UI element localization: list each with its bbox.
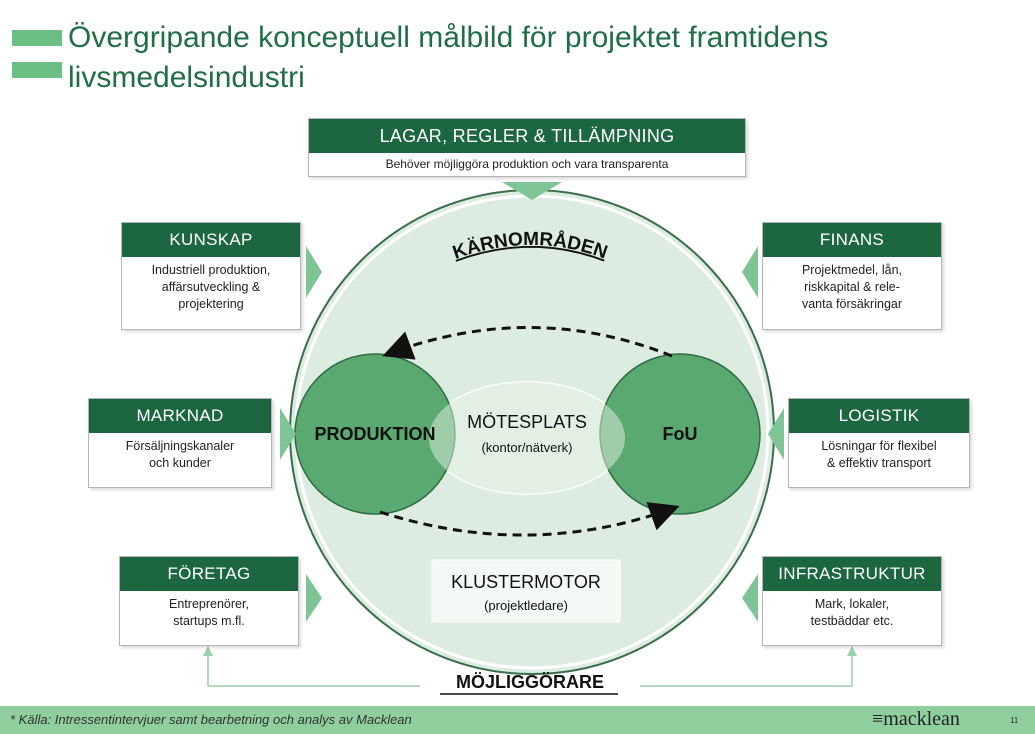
box-marknad: MARKNAD Försäljningskanaler och kunder xyxy=(88,398,272,488)
klustermotor-box xyxy=(431,559,621,623)
box-marknad-desc: Försäljningskanaler och kunder xyxy=(125,439,235,470)
box-lagar-regler-header: LAGAR, REGLER & TILLÄMPNING xyxy=(309,119,745,153)
page-title-line2: livsmedelsindustri xyxy=(68,61,305,94)
fou-label: FoU xyxy=(662,424,698,444)
infrastruktur-arrow xyxy=(742,574,758,622)
dashed-arrow-top xyxy=(382,326,673,360)
box-logistik-desc: Lösningar för flexibel & effektiv transp… xyxy=(821,439,937,470)
top-arrow xyxy=(502,182,562,200)
logistik-arrow xyxy=(768,408,784,460)
connector-left-head xyxy=(203,646,213,656)
produktion-label: PRODUKTION xyxy=(314,424,436,444)
motesplats-label: MÖTESPLATS xyxy=(467,412,587,432)
klustermotor-label: KLUSTERMOTOR xyxy=(451,572,601,592)
box-infrastruktur-desc: Mark, lokaler, testbäddar etc. xyxy=(810,597,894,628)
box-lagar-regler-desc: Behöver möjliggöra produktion och vara t… xyxy=(385,157,669,171)
box-infrastruktur-header: INFRASTRUKTUR xyxy=(763,557,941,591)
box-marknad-header: MARKNAD xyxy=(89,399,271,433)
macklean-logo: ≡macklean xyxy=(872,708,960,730)
footer-bar: * Källa: Intressentintervjuer samt bearb… xyxy=(0,706,1035,734)
box-kunskap-desc: Industriell produktion, affärsutveckling… xyxy=(151,263,271,311)
kunskap-arrow xyxy=(306,246,322,298)
foretag-arrow xyxy=(306,574,322,622)
title-marker-top xyxy=(12,30,62,46)
box-lagar-regler: LAGAR, REGLER & TILLÄMPNING Behöver möjl… xyxy=(308,118,746,177)
box-foretag-header: FÖRETAG xyxy=(120,557,298,591)
motesplats-overlay xyxy=(429,382,625,494)
connector-left xyxy=(207,650,420,687)
box-kunskap-header: KUNSKAP xyxy=(122,223,300,257)
page-number: 11 xyxy=(1010,716,1019,725)
page-title-line1: Övergripande konceptuell målbild för pro… xyxy=(68,21,829,54)
connector-right xyxy=(640,650,853,687)
box-foretag: FÖRETAG Entreprenörer, startups m.fl. xyxy=(119,556,299,646)
connector-right-head xyxy=(847,646,857,656)
box-finans: FINANS Projektmedel, lån, riskkapital & … xyxy=(762,222,942,330)
box-logistik: LOGISTIK Lösningar för flexibel & effekt… xyxy=(788,398,970,488)
box-foretag-desc: Entreprenörer, startups m.fl. xyxy=(169,597,249,628)
finans-arrow xyxy=(742,246,758,298)
klustermotor-sublabel: (projektledare) xyxy=(484,598,568,613)
mojliggorare-label: MÖJLIGGÖRARE xyxy=(455,672,604,692)
box-finans-header: FINANS xyxy=(763,223,941,257)
footer-source: * Källa: Intressentintervjuer samt bearb… xyxy=(10,712,412,727)
title-marker-bottom xyxy=(12,62,62,78)
box-kunskap: KUNSKAP Industriell produktion, affärsut… xyxy=(121,222,301,330)
page-title: Övergripande konceptuell målbild för pro… xyxy=(68,18,828,98)
marknad-arrow xyxy=(280,408,296,460)
box-logistik-header: LOGISTIK xyxy=(789,399,969,433)
motesplats-sublabel: (kontor/nätverk) xyxy=(481,440,573,455)
dashed-arrow-bottom xyxy=(379,502,680,537)
box-infrastruktur: INFRASTRUKTUR Mark, lokaler, testbäddar … xyxy=(762,556,942,646)
box-finans-desc: Projektmedel, lån, riskkapital & rele- v… xyxy=(801,263,903,311)
